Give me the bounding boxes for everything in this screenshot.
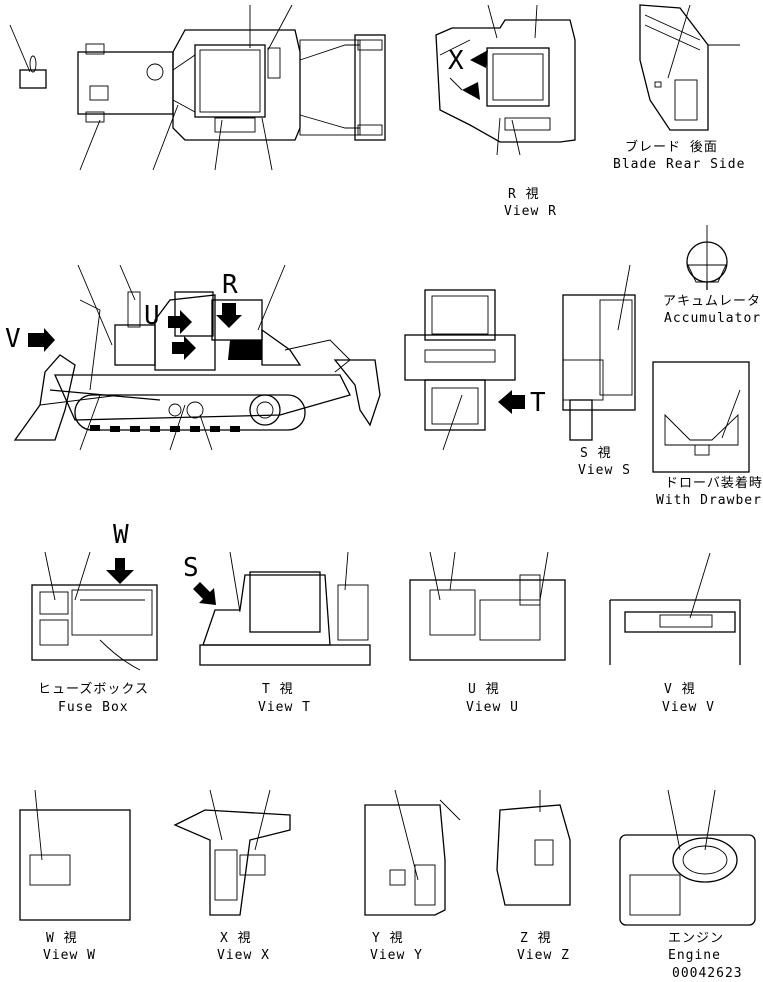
view-u-drawing [409, 551, 566, 661]
view-r-label-jp: R 視 [508, 187, 540, 202]
arrow-t-icon [498, 390, 525, 414]
view-t-drawing [193, 551, 371, 666]
view-y-label-en: View Y [370, 948, 423, 963]
drawbar-label-jp: ドローバ装着時 [665, 476, 763, 491]
arrow-letter-t: T [530, 388, 546, 418]
engine-drawing [619, 789, 756, 926]
view-r-label-en: View R [504, 204, 557, 219]
side-view-dozer [13, 264, 381, 451]
arrow-letter-u: U [144, 301, 160, 331]
view-x-drawing [173, 789, 291, 916]
drawbar-label-en: With Drawber [656, 493, 762, 508]
view-u-label-jp: U 視 [468, 682, 500, 697]
arrow-u-icon [168, 310, 192, 334]
engine-label-jp: エンジン [668, 931, 725, 946]
engine-label-en: Engine [668, 948, 721, 963]
arrow-letter-w: W [113, 520, 129, 550]
view-t-label-jp: T 視 [262, 682, 294, 697]
cab-rear-drawing [404, 289, 525, 451]
arrow-w-icon [106, 558, 134, 584]
view-y-drawing [364, 789, 461, 916]
blade-rear-label-en: Blade Rear Side [613, 157, 746, 172]
accumulator-drawing [686, 225, 728, 290]
view-x-label-jp: X 視 [220, 931, 252, 946]
view-y-label-jp: Y 視 [372, 931, 404, 946]
label-symbol [19, 69, 47, 89]
view-s-label-jp: S 視 [580, 446, 612, 461]
arrow-z-icon [172, 336, 196, 360]
drawing-number: 00042623 [672, 966, 743, 981]
drawbar-drawing [652, 361, 750, 473]
arrow-r-icon [216, 303, 242, 328]
arrow-letter-s: S [183, 553, 199, 583]
view-v-label-en: View V [662, 700, 715, 715]
fuse-box-label-en: Fuse Box [58, 700, 129, 715]
view-v-drawing [609, 552, 741, 665]
view-r-drawing [435, 4, 576, 156]
view-w-label-en: View W [43, 948, 96, 963]
arrow-s-icon [193, 582, 216, 605]
view-t-label-en: View T [258, 700, 311, 715]
arrow-v-icon [28, 328, 55, 352]
view-u-label-en: View U [466, 700, 519, 715]
view-z-label-en: View Z [517, 948, 570, 963]
blade-rear-drawing [639, 4, 740, 131]
view-w-label-jp: W 視 [46, 931, 78, 946]
view-w-drawing [19, 789, 131, 921]
top-view-dozer [9, 4, 386, 171]
view-v-label-jp: V 視 [664, 682, 696, 697]
view-s-label-en: View S [578, 463, 631, 478]
blade-rear-label-jp: ブレード 後面 [625, 140, 718, 155]
accumulator-label-jp: アキュムレータ [663, 294, 762, 309]
view-z-label-jp: Z 視 [520, 931, 552, 946]
arrow-letter-v: V [5, 324, 21, 354]
fuse-box-label-jp: ヒューズボックス [38, 682, 149, 697]
arrow-letter-r: R [222, 270, 238, 300]
view-s-drawing [562, 264, 636, 441]
arrow-letter-x: X [448, 46, 464, 76]
accumulator-label-en: Accumulator [664, 311, 762, 326]
fuse-box-drawing [31, 551, 158, 671]
view-z-drawing [496, 790, 571, 906]
view-x-label-en: View X [217, 948, 270, 963]
